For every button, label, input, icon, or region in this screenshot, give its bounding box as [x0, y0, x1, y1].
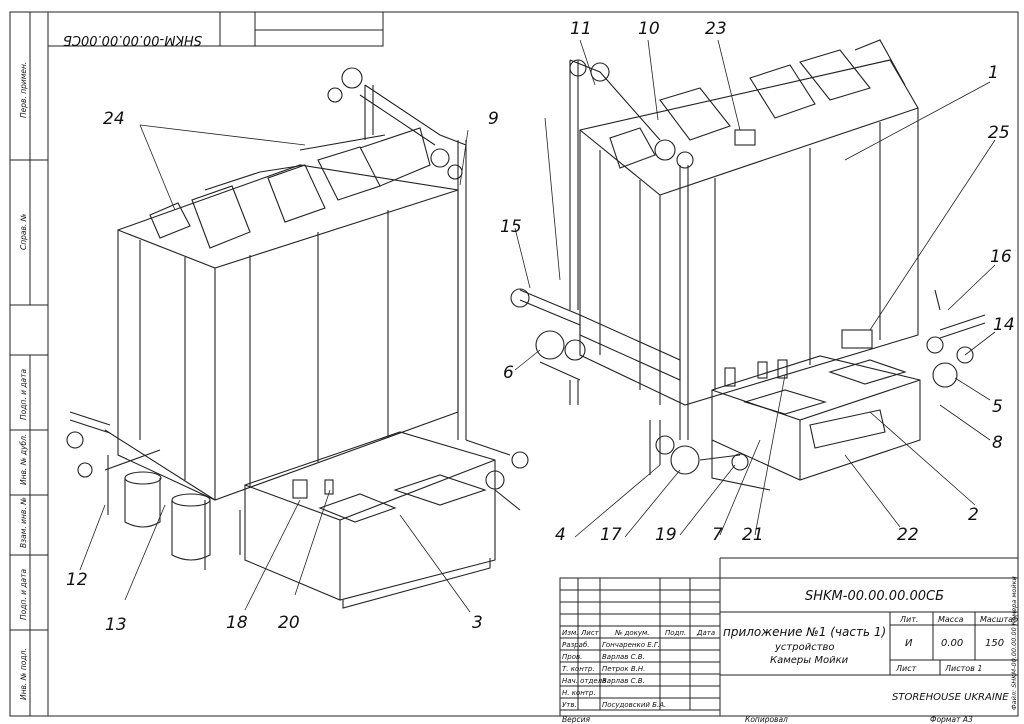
- margin-label-first-use: Перв. примен.: [19, 62, 28, 118]
- lit-header: Лит.: [899, 615, 918, 624]
- name-developer: Гончаренко Е.Г.: [602, 641, 660, 649]
- mirrored-designation: SHKM-00.00.00.00СБ: [63, 32, 202, 47]
- doc-title-line1: приложение №1 (часть 1): [723, 625, 886, 639]
- callout-15: 15: [500, 217, 522, 237]
- callout-2: 2: [968, 505, 979, 525]
- role-norm-control: Н. контр.: [562, 689, 596, 697]
- role-checker: Пров.: [562, 653, 582, 661]
- sheets-count: Листов 1: [944, 664, 983, 673]
- margin-label-sign-date-2: Подп. и дата: [19, 569, 28, 620]
- margin-label-sign-date-1: Подп. и дата: [19, 369, 28, 420]
- margin-label-dup-inv: Инв. № дубл.: [19, 434, 28, 485]
- callout-3: 3: [472, 613, 483, 633]
- role-developer: Разраб.: [562, 641, 590, 649]
- callout-9: 9: [488, 109, 499, 129]
- callout-18: 18: [226, 613, 248, 633]
- mass-header: Масса: [938, 615, 964, 624]
- callout-14: 14: [993, 315, 1015, 335]
- col-header-date: Дата: [696, 629, 715, 637]
- callout-12: 12: [66, 570, 88, 590]
- lit-value: И: [905, 638, 913, 649]
- callout-13: 13: [105, 615, 127, 635]
- name-approved: Посудовский Б.А.: [602, 701, 666, 709]
- left-isometric-view: [66, 67, 529, 609]
- callout-22: 22: [897, 525, 919, 545]
- callout-23: 23: [705, 19, 727, 39]
- right-isometric-view: [510, 39, 986, 491]
- callout-labels: 1 2 3 4 5 6 7 8 9 10 11 12 13 14 15 16 1…: [66, 19, 1015, 635]
- sheet-label: Лист: [895, 664, 917, 673]
- title-block: [559, 577, 1019, 717]
- name-tech-control: Петрок В.Н.: [602, 665, 645, 673]
- callout-7: 7: [712, 525, 723, 545]
- callout-24: 24: [103, 109, 125, 129]
- col-header-sign: Подп.: [665, 629, 686, 637]
- role-approved: Утв.: [562, 701, 577, 709]
- scale-value: 150: [985, 638, 1004, 649]
- callout-25: 25: [988, 123, 1010, 143]
- col-header-sheet: Лист: [580, 629, 600, 637]
- callout-11: 11: [570, 19, 592, 39]
- margin-label-reference: Справ. №: [19, 213, 28, 250]
- leader-lines: [79, 39, 996, 613]
- label-copied: Копировал: [745, 715, 788, 724]
- callout-1: 1: [988, 63, 999, 83]
- col-header-change: Изм.: [562, 629, 578, 637]
- doc-title-line2: устройство: [774, 642, 835, 653]
- margin-label-orig-inv: Инв. № подл.: [19, 648, 28, 700]
- margin-label-repl-inv: Взам. инв. №: [19, 497, 28, 548]
- callout-20: 20: [278, 613, 300, 633]
- designation-code: SHKM-00.00.00.00СБ: [805, 589, 944, 604]
- role-dept-head: Нач. отдела: [562, 677, 606, 685]
- callout-16: 16: [990, 247, 1012, 267]
- company-name: STOREHOUSE UKRAINE: [892, 692, 1009, 703]
- callout-6: 6: [503, 363, 514, 383]
- mass-value: 0.00: [941, 638, 963, 649]
- callout-5: 5: [992, 397, 1003, 417]
- drawing-frame: [47, 11, 1019, 717]
- callout-21: 21: [742, 525, 764, 545]
- col-header-doc: № докум.: [614, 629, 650, 637]
- label-version: Версия: [562, 715, 591, 724]
- left-margin-strip: [9, 11, 49, 717]
- callout-8: 8: [992, 433, 1003, 453]
- name-checker: Варлав С.В.: [602, 653, 645, 661]
- callout-10: 10: [638, 19, 660, 39]
- role-tech-control: Т. контр.: [562, 665, 595, 673]
- mirrored-stamp-box: [47, 11, 384, 47]
- callout-19: 19: [655, 525, 677, 545]
- scale-header: Масштаб: [980, 615, 1018, 624]
- callout-17: 17: [600, 525, 622, 545]
- callout-4: 4: [555, 525, 566, 545]
- doc-title-line3: Камеры Мойки: [770, 655, 849, 666]
- name-dept-head: Варлав С.В.: [602, 677, 645, 685]
- label-format: Формат А3: [930, 715, 973, 724]
- file-note: Файл: SHKM-00.00.00.00 Камера мойки: [1010, 576, 1018, 710]
